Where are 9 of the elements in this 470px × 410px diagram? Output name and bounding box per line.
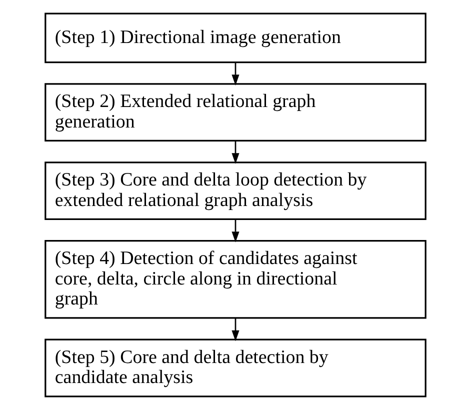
arrow [231, 219, 239, 242]
arrow [231, 141, 239, 164]
node-box: (Step 4) Detection of candidates against core, delta, circle along in directional graph [44, 240, 426, 319]
node-box: (Step 5) Core and delta detection by candidate analysis [44, 338, 426, 398]
node-box: (Step 2) Extended relational graph generation [44, 83, 426, 142]
arrow [231, 318, 239, 342]
arrow [231, 62, 239, 86]
node-box: (Step 3) Core and delta loop detection by extended relational graph analysis [44, 162, 426, 220]
node-box: (Step 1) Directional image generation [44, 12, 426, 64]
